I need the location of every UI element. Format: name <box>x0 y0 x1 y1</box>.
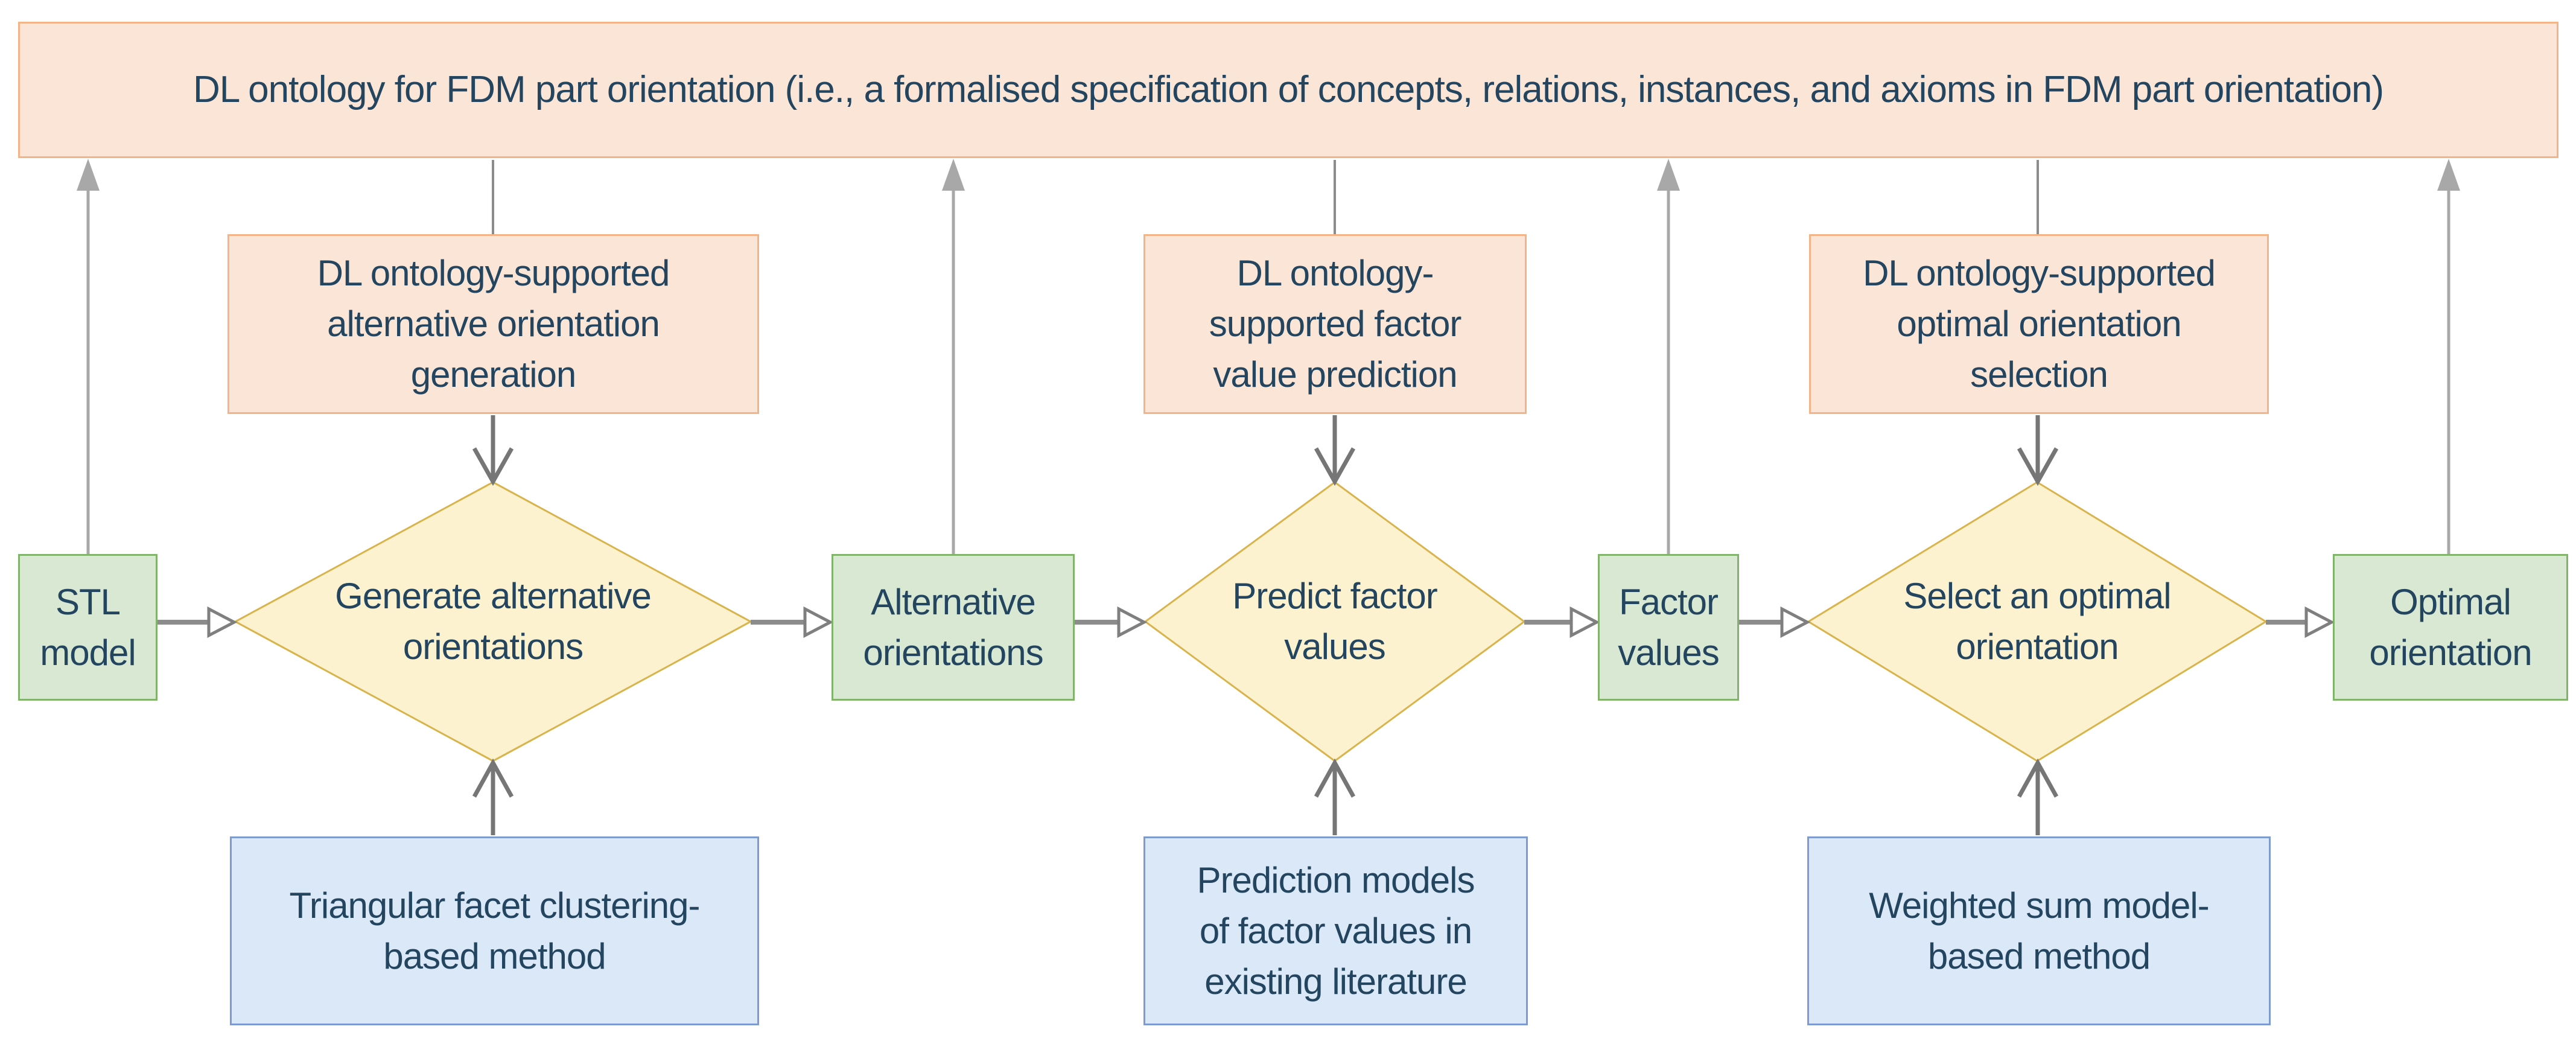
chevron-down-icon <box>1314 447 1356 486</box>
method-prediction-models-literature: Prediction models of factor values in ex… <box>1143 836 1528 1025</box>
arrow-right-icon <box>207 606 238 638</box>
method-label: Triangular facet clustering- based metho… <box>289 885 700 976</box>
arrow-right-icon <box>1117 606 1148 638</box>
arrow-factor-values-to-process-3 <box>1739 606 1811 638</box>
arrow-optimal-orientation-to-ontology <box>2437 159 2460 554</box>
process-label: Generate alternative orientations <box>335 576 652 667</box>
chevron-up-icon <box>1314 758 1356 798</box>
arrow-module-2-to-process-2 <box>1314 415 1356 486</box>
method-triangular-facet-clustering: Triangular facet clustering- based metho… <box>230 836 759 1025</box>
arrow-up-icon <box>942 159 965 191</box>
method-label: Prediction models of factor values in ex… <box>1197 859 1475 1002</box>
module-optimal-orientation-selection: DL ontology-supported optimal orientatio… <box>1809 234 2269 414</box>
arrow-module-1-to-process-1 <box>472 415 514 486</box>
arrow-method-1-to-process-1 <box>472 758 514 835</box>
chevron-up-icon <box>472 758 514 798</box>
module-label: DL ontology- supported factor value pred… <box>1209 253 1462 395</box>
arrow-right-icon <box>2304 606 2335 638</box>
ontology-banner: DL ontology for FDM part orientation (i.… <box>18 22 2559 158</box>
artifact-alternative-orientations: Alternative orientations <box>832 554 1075 701</box>
artifact-label: Factor values <box>1618 581 1719 673</box>
process-generate-alternative-orientations: Generate alternative orientations <box>282 549 704 694</box>
module-label: DL ontology-supported optimal orientatio… <box>1863 253 2216 395</box>
artifact-label: STL model <box>40 581 136 673</box>
artifact-factor-values: Factor values <box>1598 554 1739 701</box>
arrow-right-icon <box>1780 606 1811 638</box>
arrow-method-2-to-process-2 <box>1314 758 1356 835</box>
arrow-stl-model-to-process-1 <box>157 606 238 638</box>
chevron-down-icon <box>472 447 514 486</box>
method-weighted-sum-model: Weighted sum model- based method <box>1807 836 2271 1025</box>
artifact-label: Optimal orientation <box>2369 581 2532 673</box>
process-predict-factor-values: Predict factor values <box>1190 549 1480 694</box>
method-label: Weighted sum model- based method <box>1869 885 2209 976</box>
arrow-alternative-orientations-to-process-2 <box>1075 606 1148 638</box>
chevron-down-icon <box>2017 447 2059 486</box>
chevron-up-icon <box>2017 758 2059 798</box>
artifact-label: Alternative orientations <box>863 581 1043 673</box>
arrow-alternative-orientations-to-ontology <box>942 159 965 554</box>
arrow-module-3-to-process-3 <box>2017 415 2059 486</box>
process-select-optimal-orientation: Select an optimal orientation <box>1862 549 2212 694</box>
arrow-up-icon <box>2437 159 2460 191</box>
module-label: DL ontology-supported alternative orient… <box>317 253 670 395</box>
module-factor-value-prediction: DL ontology- supported factor value pred… <box>1143 234 1527 414</box>
arrow-up-icon <box>1657 159 1680 191</box>
arrow-up-icon <box>77 159 100 191</box>
arrow-method-3-to-process-3 <box>2017 758 2059 835</box>
arrow-factor-values-to-ontology <box>1657 159 1680 554</box>
arrow-process-3-to-optimal-orientation <box>2266 606 2335 638</box>
module-alternative-orientation-generation: DL ontology-supported alternative orient… <box>227 234 759 414</box>
artifact-optimal-orientation: Optimal orientation <box>2333 554 2568 701</box>
process-label: Select an optimal orientation <box>1903 576 2171 667</box>
process-label: Predict factor values <box>1232 576 1437 667</box>
arrow-stl-model-to-ontology <box>77 159 100 554</box>
arrow-right-icon <box>803 606 834 638</box>
arrow-process-2-to-factor-values <box>1524 606 1600 638</box>
arrow-right-icon <box>1569 606 1600 638</box>
artifact-stl-model: STL model <box>18 554 157 701</box>
arrow-process-1-to-alternative-orientations <box>751 606 834 638</box>
ontology-banner-label: DL ontology for FDM part orientation (i.… <box>192 68 2384 110</box>
